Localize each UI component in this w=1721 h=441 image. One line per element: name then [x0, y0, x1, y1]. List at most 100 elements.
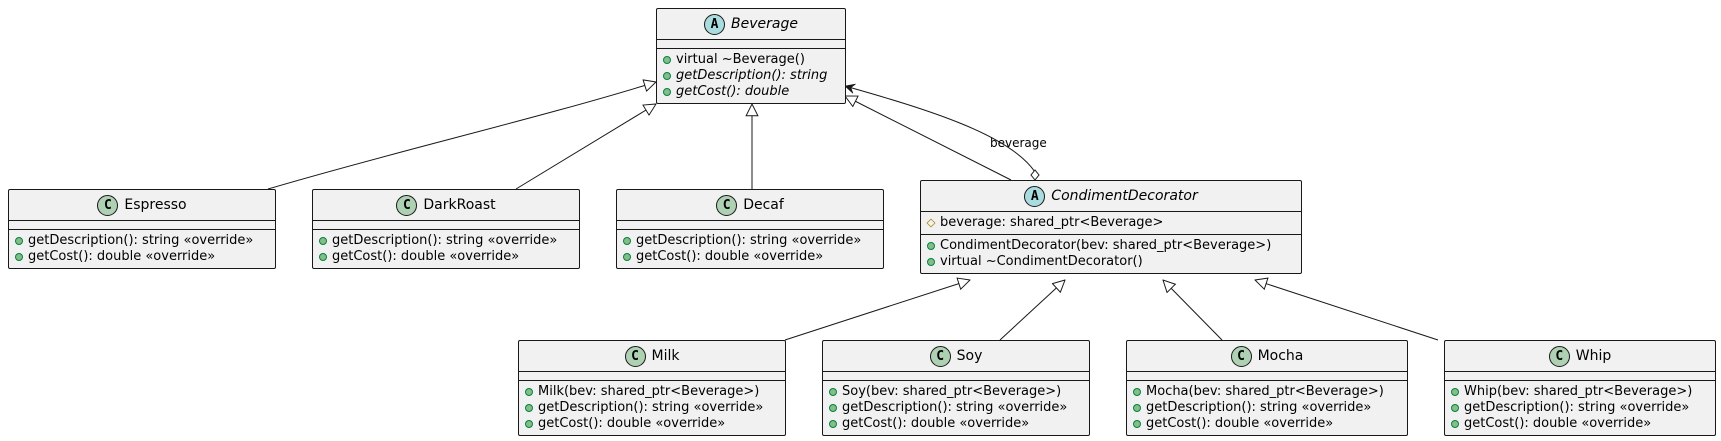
public-visibility-icon — [525, 420, 533, 428]
public-visibility-icon — [1133, 388, 1141, 396]
public-visibility-icon — [829, 388, 837, 396]
method-row: getDescription(): string «override» — [319, 233, 573, 249]
method-row: Milk(bev: shared_ptr<Beverage>) — [525, 384, 779, 400]
edge-espresso-beverage — [267, 82, 656, 190]
edge-mocha-condiment — [1163, 280, 1223, 341]
method-row: getDescription(): string «override» — [623, 233, 877, 249]
method-section: CondimentDecorator(bev: shared_ptr<Bever… — [921, 235, 1301, 273]
field-section — [9, 221, 275, 230]
field-row: beverage: shared_ptr<Beverage> — [926, 215, 1295, 231]
method-row: CondimentDecorator(bev: shared_ptr<Bever… — [927, 238, 1295, 254]
public-visibility-icon — [525, 404, 533, 412]
class-header: C DarkRoast — [313, 190, 579, 221]
method-section: Milk(bev: shared_ptr<Beverage>) getDescr… — [519, 381, 785, 435]
class-soy[interactable]: C Soy Soy(bev: shared_ptr<Beverage>) get… — [822, 340, 1090, 436]
class-darkroast[interactable]: C DarkRoast getDescription(): string «ov… — [312, 189, 580, 269]
class-name: CondimentDecorator — [1051, 188, 1198, 204]
method-row: getDescription(): string «override» — [525, 400, 779, 416]
public-visibility-icon — [663, 72, 671, 80]
method-row: virtual ~CondimentDecorator() — [927, 254, 1295, 270]
method-row: getDescription(): string «override» — [15, 233, 269, 249]
class-name: Milk — [651, 348, 680, 364]
method-row: getCost(): double — [663, 84, 839, 100]
class-icon: C — [716, 194, 738, 216]
method-row: getDescription(): string «override» — [1133, 400, 1401, 416]
class-icon: C — [1230, 345, 1252, 367]
public-visibility-icon — [927, 242, 935, 250]
public-visibility-icon — [1451, 404, 1459, 412]
class-decaf[interactable]: C Decaf getDescription(): string «overri… — [616, 189, 884, 269]
method-row: getCost(): double «override» — [525, 416, 779, 432]
method-row: getDescription(): string «override» — [829, 400, 1083, 416]
method-row: getDescription(): string — [663, 68, 839, 84]
class-whip[interactable]: C Whip Whip(bev: shared_ptr<Beverage>) g… — [1444, 340, 1716, 436]
method-row: getCost(): double «override» — [1451, 416, 1709, 432]
class-header: C Whip — [1445, 341, 1715, 372]
method-row: Mocha(bev: shared_ptr<Beverage>) — [1133, 384, 1401, 400]
public-visibility-icon — [623, 253, 631, 261]
class-icon: C — [624, 345, 646, 367]
class-espresso[interactable]: C Espresso getDescription(): string «ove… — [8, 189, 276, 269]
public-visibility-icon — [15, 237, 23, 245]
edge-condiment-aggregation — [844, 83, 1036, 173]
field-section — [519, 372, 785, 381]
edge-soy-condiment — [999, 280, 1065, 341]
public-visibility-icon — [663, 88, 671, 96]
aggregation-label: beverage — [990, 136, 1047, 150]
class-name: DarkRoast — [423, 197, 496, 213]
class-name: Beverage — [731, 16, 798, 32]
method-row: getCost(): double «override» — [623, 249, 877, 265]
edge-condiment-beverage — [845, 96, 1012, 181]
abstract-class-icon: A — [1024, 185, 1046, 207]
public-visibility-icon — [319, 237, 327, 245]
public-visibility-icon — [1133, 420, 1141, 428]
method-row: getDescription(): string «override» — [1451, 400, 1709, 416]
public-visibility-icon — [1451, 420, 1459, 428]
edge-darkroast-beverage — [515, 104, 656, 190]
method-section: virtual ~Beverage() getDescription(): st… — [657, 49, 845, 103]
field-section: beverage: shared_ptr<Beverage> — [921, 212, 1301, 235]
public-visibility-icon — [623, 237, 631, 245]
method-row: Whip(bev: shared_ptr<Beverage>) — [1451, 384, 1709, 400]
protected-visibility-icon — [926, 218, 936, 228]
public-visibility-icon — [525, 388, 533, 396]
method-section: getDescription(): string «override» getC… — [313, 230, 579, 268]
field-section — [617, 221, 883, 230]
class-header: C Mocha — [1127, 341, 1407, 372]
class-name: Whip — [1575, 348, 1612, 364]
class-icon: C — [396, 194, 418, 216]
method-row: Soy(bev: shared_ptr<Beverage>) — [829, 384, 1083, 400]
class-header: C Soy — [823, 341, 1089, 372]
method-row: getCost(): double «override» — [15, 249, 269, 265]
public-visibility-icon — [1133, 404, 1141, 412]
class-header: C Decaf — [617, 190, 883, 221]
method-row: getCost(): double «override» — [829, 416, 1083, 432]
edge-whip-condiment — [1255, 280, 1439, 341]
method-section: Mocha(bev: shared_ptr<Beverage>) getDesc… — [1127, 381, 1407, 435]
aggregation-diamond — [1030, 169, 1040, 181]
field-section — [313, 221, 579, 230]
method-section: Whip(bev: shared_ptr<Beverage>) getDescr… — [1445, 381, 1715, 435]
class-milk[interactable]: C Milk Milk(bev: shared_ptr<Beverage>) g… — [518, 340, 786, 436]
method-row: getCost(): double «override» — [1133, 416, 1401, 432]
class-icon: C — [97, 194, 119, 216]
class-header: A Beverage — [657, 9, 845, 40]
class-name: Espresso — [124, 197, 187, 213]
class-condiment-decorator[interactable]: A CondimentDecorator beverage: shared_pt… — [920, 180, 1302, 274]
class-name: Decaf — [743, 197, 784, 213]
field-section — [1127, 372, 1407, 381]
method-row: getCost(): double «override» — [319, 249, 573, 265]
class-header: A CondimentDecorator — [921, 181, 1301, 212]
field-section — [1445, 372, 1715, 381]
class-beverage[interactable]: A Beverage virtual ~Beverage() getDescri… — [656, 8, 846, 104]
class-name: Soy — [956, 348, 983, 364]
class-name: Mocha — [1257, 348, 1304, 364]
public-visibility-icon — [927, 258, 935, 266]
class-mocha[interactable]: C Mocha Mocha(bev: shared_ptr<Beverage>)… — [1126, 340, 1408, 436]
public-visibility-icon — [15, 253, 23, 261]
method-row: virtual ~Beverage() — [663, 52, 839, 68]
field-section — [823, 372, 1089, 381]
public-visibility-icon — [829, 404, 837, 412]
field-section — [657, 40, 845, 49]
